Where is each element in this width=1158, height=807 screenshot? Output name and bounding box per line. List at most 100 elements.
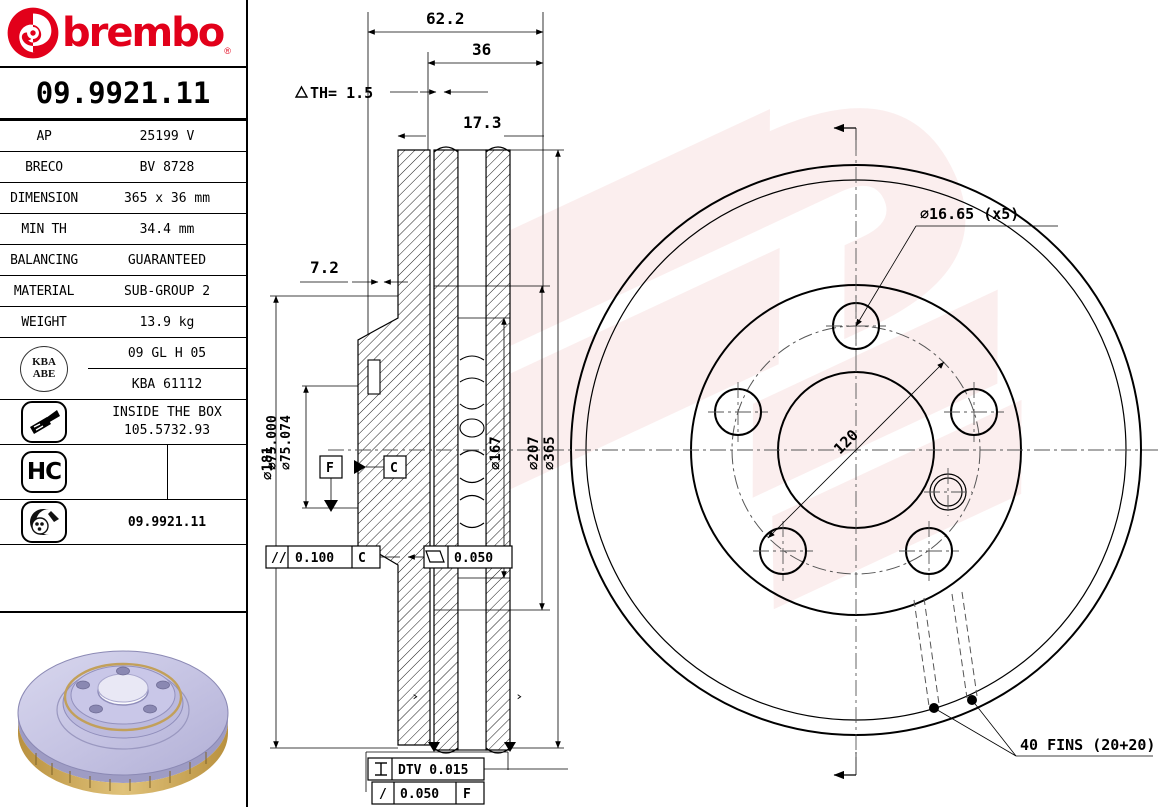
part-code-header: 09.9921.11 (0, 68, 246, 120)
kba-approval-value: 09 GL H 05 (88, 337, 246, 369)
brembo-mark-icon (7, 7, 59, 59)
inside-the-box-code: 105.5732.93 (123, 423, 211, 438)
thickness-triangle-symbol (294, 85, 309, 98)
brembo-logo: brembo ® (0, 0, 246, 68)
spec-label: MATERIAL (0, 275, 88, 307)
spec-value: 365 x 36 mm (88, 182, 246, 214)
runout-tolerance: 0.050 (400, 787, 439, 802)
surface-finish-note-right: ⌄ (510, 693, 523, 700)
dim-overall-width: 62.2 (426, 9, 465, 28)
brake-disc-icon (0, 499, 88, 545)
fins-callout: 40 FINS (20+20) (913, 591, 1155, 757)
brake-disc-3d-render (0, 611, 246, 807)
bottom-datum-triangle-left (428, 742, 440, 752)
hub-slot (367, 359, 381, 395)
screw-icon (0, 399, 88, 445)
table-row-screw: INSIDE THE BOX 105.5732.93 (0, 399, 246, 445)
spec-value: 25199 V (88, 120, 246, 152)
table-row: MATERIAL SUB-GROUP 2 (0, 275, 246, 307)
dim-hub-diameter: ⌀181 (260, 446, 276, 480)
screw-glyph (30, 410, 60, 434)
spec-value: 34.4 mm (88, 213, 246, 245)
dim-hat-offset: 17.3 (463, 113, 502, 132)
dim-bore-lower: ⌀75.000 (265, 415, 280, 470)
bolt-hole (708, 382, 768, 442)
flatness-callout: 0.050 (407, 545, 513, 569)
datum-f-triangle (324, 500, 338, 512)
dim-fins: 40 FINS (20+20) (1020, 736, 1155, 754)
table-row-kba-reg: KBA 61112 (0, 368, 246, 400)
section-arrow-top (833, 123, 857, 150)
runout-symbol: / (379, 787, 387, 802)
bolt-hole (753, 521, 813, 581)
registered-mark: ® (224, 46, 231, 56)
flatness-symbol (425, 550, 445, 563)
dim-bore-upper: ⌀75.074 (279, 415, 294, 470)
technical-drawing-area: 62.2 36 TH= 1.5 17.3 (248, 0, 1158, 807)
kba-registration-value: KBA 61112 (88, 368, 246, 400)
table-row: BALANCING GUARANTEED (0, 244, 246, 276)
flatness-tolerance: 0.050 (454, 551, 493, 566)
spec-label: WEIGHT (0, 306, 88, 338)
table-row-disc: 09.9921.11 (0, 499, 246, 545)
dim-outer-diameter: ⌀365 (542, 436, 558, 470)
spec-label: BRECO (0, 151, 88, 183)
datum-c-label: C (390, 461, 398, 476)
bolt-hole-diameter-callout: ⌀16.65 (x5) (855, 205, 1058, 327)
surface-finish-note-left: ⌄ (406, 693, 419, 700)
kba-abe-stamp-icon: KBA ABE (0, 337, 88, 400)
dim-thickness-tolerance: TH= 1.5 (310, 84, 373, 102)
bolt-hole (899, 521, 959, 581)
dim-inner-diameter: ⌀167 (488, 436, 504, 470)
inside-the-box-label: INSIDE THE BOX (112, 405, 222, 421)
datum-f-label: F (326, 461, 334, 476)
front-face-view: ⌀16.65 (x5) 120 (548, 123, 1158, 780)
table-row: WEIGHT 13.9 kg (0, 306, 246, 338)
table-row: BRECO BV 8728 (0, 151, 246, 183)
dim-hat-flange: 7.2 (310, 258, 339, 277)
part-info-panel: brembo ® 09.9921.11 AP 25199 V BRECO BV … (0, 0, 248, 807)
bottom-gdt-group: DTV 0.015 / 0.050 F ⌄ (365, 693, 568, 805)
dim-vane-diameter: ⌀207 (526, 436, 542, 470)
table-row: MIN TH 34.4 mm (0, 213, 246, 245)
spec-label: MIN TH (0, 213, 88, 245)
dim-bolt-hole: ⌀16.65 (x5) (920, 205, 1019, 223)
vane-hidden-lines (913, 591, 978, 707)
table-row: DIMENSION 365 x 36 mm (0, 182, 246, 214)
kba-stamp-line1: KBA (32, 356, 56, 369)
parallelism-tolerance: 0.100 (295, 551, 334, 566)
spec-value: 13.9 kg (88, 306, 246, 338)
part-code-footer: 09.9921.11 (88, 499, 246, 545)
runout-datum: F (463, 787, 471, 802)
kba-stamp-line2: ABE (32, 367, 56, 380)
dtv-tolerance: DTV 0.015 (398, 763, 468, 778)
brake-disc-glyph (30, 509, 59, 535)
section-arrow-bottom (833, 752, 857, 780)
spec-label: DIMENSION (0, 182, 88, 214)
screw-row-value: INSIDE THE BOX 105.5732.93 (88, 399, 246, 445)
dim-disc-width: 36 (472, 40, 491, 59)
spec-value: GUARANTEED (88, 244, 246, 276)
bolt-hole (944, 382, 1004, 442)
parallelism-symbol: // (271, 551, 287, 566)
spec-table: AP 25199 V BRECO BV 8728 DIMENSION 365 x… (0, 120, 246, 545)
right-dimension-group: ⌀167 ⌀207 ⌀365 (434, 149, 564, 749)
spec-label: BALANCING (0, 244, 88, 276)
bottom-datum-triangle-right (504, 742, 516, 752)
hc-label: HC (26, 459, 62, 485)
dim-bolt-circle: 120 (830, 426, 862, 458)
table-row: AP 25199 V (0, 120, 246, 152)
hc-badge-icon: HC (0, 444, 88, 500)
parallelism-datum: C (358, 551, 366, 566)
spec-value: SUB-GROUP 2 (88, 275, 246, 307)
gdt-callout-group: // 0.100 C 0.050 (265, 545, 568, 805)
hc-row-empty (88, 444, 246, 500)
left-dimension-group: 7.2 ⌀181 ⌀75.074 ⌀75.000 (260, 258, 408, 749)
parallelism-callout: // 0.100 C (265, 545, 400, 569)
datum-c-triangle (354, 460, 366, 474)
spec-value: BV 8728 (88, 151, 246, 183)
cross-section-view (328, 146, 548, 754)
table-row-kba: KBA ABE 09 GL H 05 (0, 337, 246, 400)
brand-wordmark: brembo (62, 10, 225, 56)
